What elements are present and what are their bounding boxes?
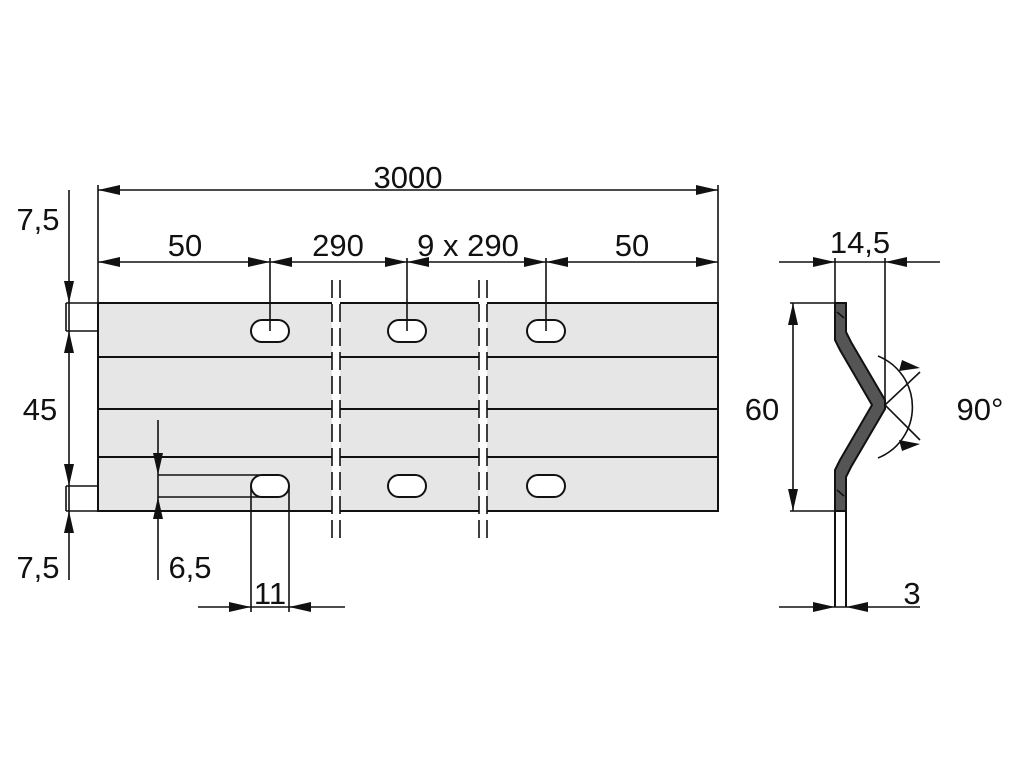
slot-hole [526,474,566,498]
slot-dimensions: 6,5 11 [153,420,345,612]
profile-section [834,302,886,512]
dim-end-left: 50 [168,228,202,263]
dim-bend-angle: 90° [957,392,1004,427]
slot-hole [387,474,427,498]
dim-profile-height: 60 [745,392,779,427]
slot-holes [250,319,566,498]
break-gap-right [479,280,487,538]
profile-view: 14,5 60 90° 3 [745,225,1004,612]
dim-edge-bottom: 7,5 [16,550,59,585]
dim-slot-length: 11 [254,576,286,611]
break-gap-left [332,280,340,538]
dim-overall-length: 3000 [374,160,443,195]
dim-thickness: 3 [903,576,920,611]
dim-profile-depth: 14,5 [830,225,890,260]
dim-slot-width: 6,5 [168,550,211,585]
top-dimensions: 3000 50 290 9 x 290 50 [97,160,719,331]
slot-hole [250,474,290,498]
dim-hole-span: 45 [23,392,57,427]
left-dimensions: 7,5 45 7,5 [16,190,98,585]
dim-edge-top: 7,5 [16,202,59,237]
dim-pitch-count: 9 x 290 [417,228,519,263]
plate-view [97,280,719,538]
dim-first-pitch: 290 [312,228,364,263]
plate-ribs [98,356,718,458]
dim-end-right: 50 [615,228,649,263]
